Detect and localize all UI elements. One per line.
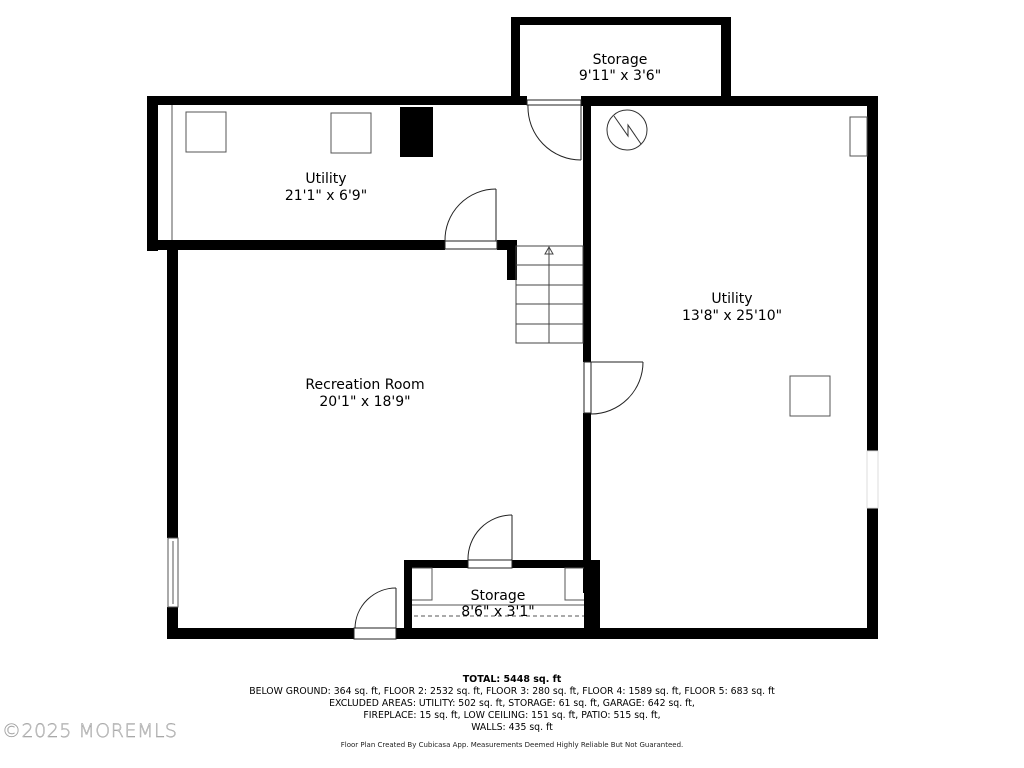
room-labels: Storage 9'11" x 3'6" Utility 21'1" x 6'9… (285, 52, 782, 620)
room-dims-recreation: 20'1" x 18'9" (319, 394, 410, 410)
credit-disclaimer: Floor Plan Created By Cubicasa App. Meas… (340, 741, 684, 749)
room-name-utility-right: Utility (711, 291, 752, 307)
room-dims-storage-top: 9'11" x 3'6" (579, 68, 661, 84)
stairs (515, 245, 584, 344)
walls-area-line: WALLS: 435 sq. ft (471, 722, 553, 733)
fixture-square (789, 375, 831, 417)
room-name-utility-upper: Utility (305, 171, 346, 187)
room-name-storage-bottom: Storage (471, 588, 526, 604)
total-area: TOTAL: 5448 sq. ft (462, 674, 562, 685)
room-dims-utility-right: 13'8" x 25'10" (682, 308, 782, 324)
window (866, 450, 879, 509)
excluded-areas-line-1: EXCLUDED AREAS: UTILITY: 502 sq. ft, STO… (329, 698, 695, 709)
water-heater-icon (606, 109, 648, 151)
copyright-watermark: ©2025 MOREMLS (2, 720, 178, 742)
wall-cabinet (849, 116, 868, 157)
room-dims-storage-bottom: 8'6" x 3'1" (461, 604, 534, 620)
walls (147, 17, 878, 639)
fixture-square (330, 112, 372, 154)
room-name-recreation: Recreation Room (305, 377, 424, 393)
room-name-storage-top: Storage (593, 52, 648, 68)
excluded-areas-line-2: FIREPLACE: 15 sq. ft, LOW CEILING: 151 s… (363, 710, 661, 721)
floor-areas-line: BELOW GROUND: 364 sq. ft, FLOOR 2: 2532 … (249, 686, 775, 697)
floor-plan: Storage 9'11" x 3'6" Utility 21'1" x 6'9… (147, 17, 879, 640)
chimney (400, 107, 433, 157)
room-dims-utility-upper: 21'1" x 6'9" (285, 188, 367, 204)
storage-shelves (412, 567, 584, 617)
fixture-square (185, 111, 227, 153)
area-summary: TOTAL: 5448 sq. ft BELOW GROUND: 364 sq.… (0, 674, 1024, 734)
doors (353, 99, 644, 640)
interior-lines (167, 105, 879, 608)
stairs-up-arrow-icon (544, 245, 554, 255)
